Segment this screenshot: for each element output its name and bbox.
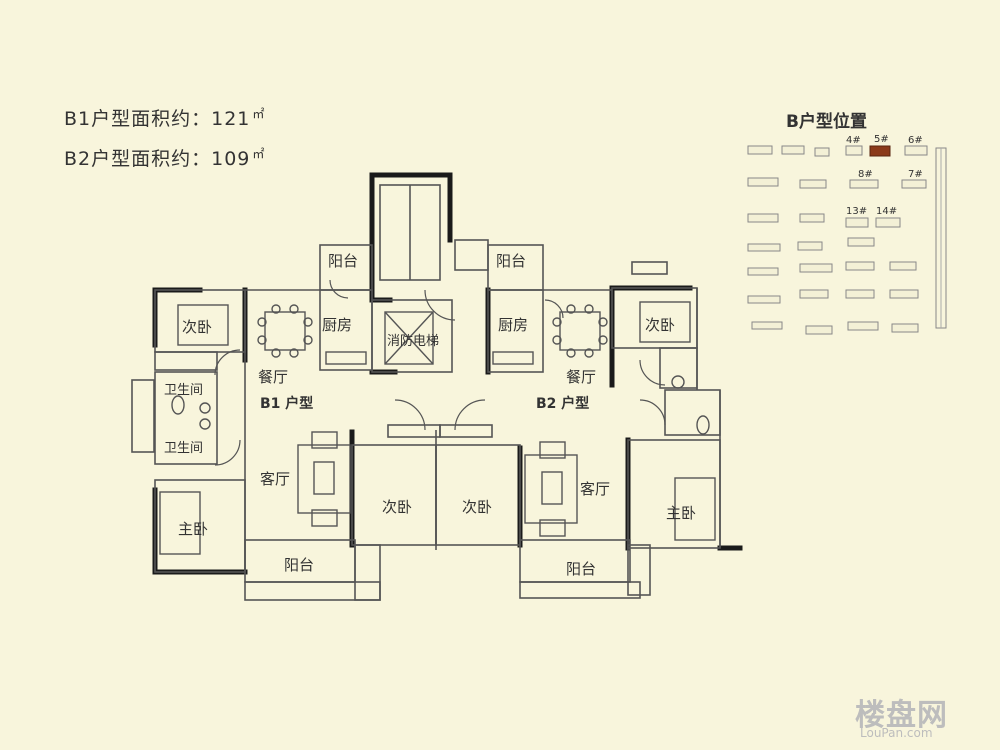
site-building: [747, 177, 779, 187]
room-labels: 次卧 餐厅 厨房 阳台 卫生间 卫生间 B1 户型 客厅 主卧 阳台 消防电梯 …: [164, 252, 696, 578]
elevator-box: [384, 311, 434, 365]
b1-area-label: B1户型面积约：121: [64, 108, 251, 130]
b2-area-label: B2户型面积约：109: [64, 148, 251, 170]
bldg-14-label: 14#: [876, 206, 897, 217]
b1-unit-label: B1 户型: [260, 395, 313, 412]
b1-bath2-label: 卫生间: [164, 441, 203, 456]
thin-walls: [131, 184, 721, 601]
site-building-14: [875, 217, 901, 228]
b1-dining-label: 餐厅: [258, 368, 288, 386]
b2-unit-label: B2 户型: [536, 395, 589, 412]
b1-bath1-label: 卫生间: [164, 383, 203, 398]
b2-kitchen-label: 厨房: [498, 316, 528, 334]
b2-second-bedroom-label: 次卧: [645, 316, 675, 334]
site-building: [797, 241, 823, 251]
bldg-7-label: 7#: [908, 169, 923, 180]
site-building: [845, 261, 875, 271]
b2-area-unit: ㎡: [252, 146, 266, 161]
site-building-13: [845, 217, 869, 228]
bldg-13-label: 13#: [846, 206, 867, 217]
site-building: [747, 145, 773, 155]
dining-table-right: [559, 311, 601, 351]
bldg-5-label: 5#: [874, 134, 889, 145]
watermark-site: LouPan.com: [860, 726, 933, 740]
site-building: [814, 147, 830, 157]
b1-balcony-top-label: 阳台: [328, 252, 358, 270]
b2-dining-label: 餐厅: [566, 368, 596, 386]
bed-b1-second: [177, 304, 229, 346]
bldg-4-label: 4#: [846, 135, 861, 146]
center-left-bedroom-label: 次卧: [382, 498, 412, 516]
site-map: [747, 145, 947, 335]
site-building: [799, 263, 833, 273]
site-building: [799, 289, 829, 299]
bed-b2-master: [674, 477, 716, 541]
site-building-7: [901, 179, 927, 189]
site-building: [889, 289, 919, 299]
site-building: [805, 325, 833, 335]
door-swings: [214, 279, 666, 466]
b2-living-label: 客厅: [580, 480, 610, 498]
watermark-name: 楼盘网: [855, 698, 948, 733]
site-building: [747, 213, 779, 223]
b2-master-bedroom-label: 主卧: [666, 504, 696, 522]
site-building: [781, 145, 805, 155]
site-building-5-highlight: [869, 145, 891, 157]
b1-kitchen-label: 厨房: [322, 316, 352, 334]
site-building: [747, 243, 781, 252]
site-building: [747, 267, 779, 276]
site-building: [847, 237, 875, 247]
bed-b1-master: [159, 491, 201, 555]
site-building: [845, 289, 875, 299]
furniture: [159, 301, 716, 555]
site-building-6: [904, 145, 928, 156]
site-building: [751, 321, 783, 330]
b1-balcony-label: 阳台: [284, 556, 314, 574]
b2-balcony-label: 阳台: [566, 560, 596, 578]
sofa-left: [297, 444, 351, 514]
center-right-bedroom-label: 次卧: [462, 498, 492, 516]
site-building-8: [849, 179, 879, 189]
site-building: [891, 323, 919, 333]
site-labels: 4# 5# 6# 8# 7# 13# 14#: [846, 134, 923, 217]
site-building: [747, 295, 781, 304]
location-title: B户型位置: [786, 112, 867, 132]
bed-b2-second: [639, 301, 691, 343]
site-building: [799, 179, 827, 189]
site-building: [799, 213, 825, 223]
b1-master-bedroom-label: 主卧: [178, 520, 208, 538]
b1-second-bedroom-label: 次卧: [182, 318, 212, 336]
b2-balcony-top-label: 阳台: [496, 252, 526, 270]
b1-living-label: 客厅: [260, 470, 290, 488]
dining-table-left: [264, 311, 306, 351]
thick-walls: [152, 172, 743, 575]
site-building: [889, 261, 917, 271]
bldg-6-label: 6#: [908, 135, 923, 146]
site-building: [847, 321, 879, 331]
b1-area-unit: ㎡: [252, 106, 266, 121]
bldg-8-label: 8#: [858, 169, 873, 180]
site-building-4: [845, 145, 863, 156]
sofa-right: [524, 454, 578, 524]
fire-elevator-label: 消防电梯: [387, 333, 439, 349]
